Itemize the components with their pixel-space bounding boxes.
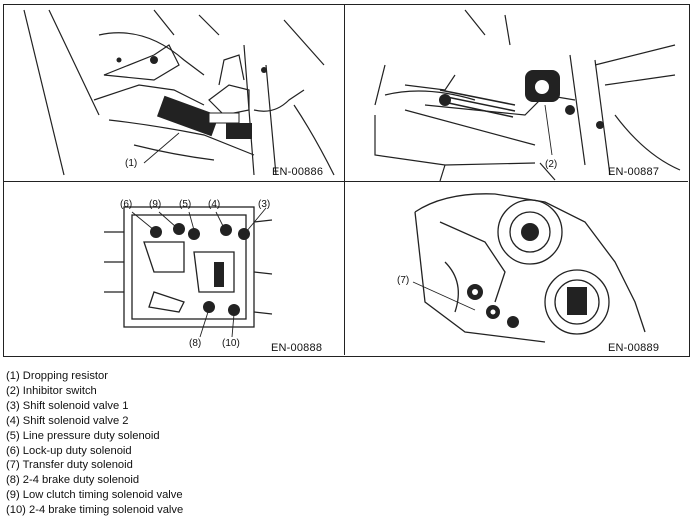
legend-item: (6) Lock-up duty solenoid bbox=[6, 444, 132, 457]
callout-label: (10) bbox=[222, 338, 240, 349]
legend-item: (2) Inhibitor switch bbox=[6, 384, 97, 397]
component-legend: (1) Dropping resistor (2) Inhibitor swit… bbox=[6, 369, 183, 518]
callout-label: (1) bbox=[125, 158, 138, 169]
callout-label: (4) bbox=[208, 199, 221, 210]
transmission-case-illustration bbox=[374, 9, 681, 181]
figure-panel-valve-body: (6) (9) (5) (4) (3) (8) (10) EN-00888 bbox=[4, 182, 345, 355]
figure-grid: (1) EN-00886 bbox=[3, 4, 690, 357]
figure-panel-transfer-duty-solenoid: (7) EN-00889 bbox=[345, 182, 688, 355]
callout-label: (5) bbox=[179, 199, 192, 210]
figure-panel-inhibitor-switch: (2) EN-00887 bbox=[345, 5, 688, 182]
callout-label: (2) bbox=[545, 159, 558, 170]
transfer-case-illustration bbox=[412, 193, 646, 343]
figure-code: EN-00887 bbox=[608, 166, 660, 178]
legend-item: (8) 2-4 brake duty solenoid bbox=[6, 474, 140, 487]
legend-item: (5) Line pressure duty solenoid bbox=[6, 429, 160, 442]
callout-label: (3) bbox=[258, 199, 271, 210]
callout-label: (6) bbox=[120, 199, 133, 210]
legend-item: (3) Shift solenoid valve 1 bbox=[6, 399, 129, 412]
callout-label: (7) bbox=[397, 275, 410, 286]
figure-code: EN-00886 bbox=[272, 166, 324, 178]
figure-code: EN-00889 bbox=[608, 342, 660, 354]
engine-bay-illustration bbox=[23, 9, 335, 176]
figure-code: EN-00888 bbox=[271, 342, 323, 354]
legend-item: (4) Shift solenoid valve 2 bbox=[6, 414, 129, 427]
legend-item: (9) Low clutch timing solenoid valve bbox=[6, 489, 183, 502]
legend-item: (10) 2-4 brake timing solenoid valve bbox=[6, 504, 184, 517]
legend-item: (1) Dropping resistor bbox=[6, 370, 108, 382]
callout-label: (8) bbox=[189, 338, 202, 349]
legend-item: (7) Transfer duty solenoid bbox=[6, 459, 133, 472]
figure-panel-dropping-resistor: (1) EN-00886 bbox=[4, 5, 345, 182]
valve-body-illustration bbox=[104, 206, 273, 338]
callout-label: (9) bbox=[149, 199, 162, 210]
